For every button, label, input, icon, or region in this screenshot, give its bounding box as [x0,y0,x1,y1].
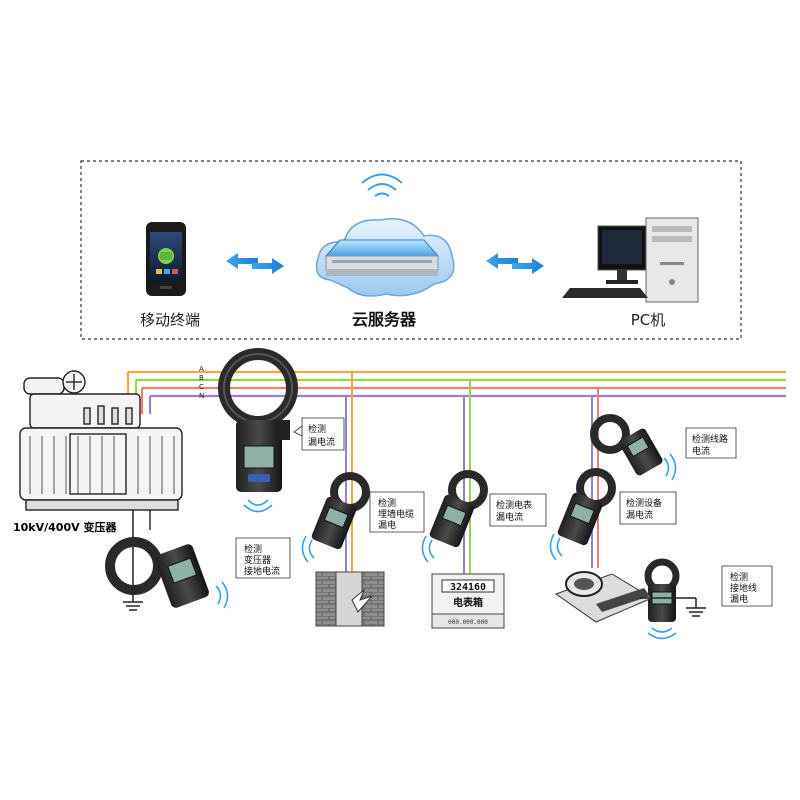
note-line: 漏电 [730,593,748,605]
wifi-icon [215,581,229,609]
wifi-icon [361,173,403,197]
clamp-meter-icon [218,348,298,492]
phase-label-c: C [199,383,204,391]
clamp-meter-icon [590,414,663,476]
phase-label-n: N [199,392,204,400]
callout-ground-wire: 检测 接地线 漏电 [721,565,773,607]
note-line: 检测线路 [692,433,728,445]
note-line: 接地电流 [244,565,280,577]
note-line: 埋墙电缆 [378,508,414,520]
note-line: 接地线 [730,582,757,594]
clamp-meter-icon [429,470,488,548]
pc-icon [562,217,699,303]
callout-transformer-ground: 检测 变压器 接地电流 [235,537,291,579]
callout-clamp-main: 检测 漏电流 [293,417,345,451]
transfer-arrows-icon [486,253,544,274]
transfer-arrows-icon [226,253,284,274]
wifi-icon [421,535,435,563]
network-panel [80,160,742,340]
meter-box-icon [431,573,505,629]
wifi-icon [663,453,677,481]
note-line: 电流 [692,445,710,457]
wifi-icon [647,627,677,640]
clamp-meter-icon [557,468,616,546]
note-line: 变压器 [244,554,271,566]
meter-digits: 324160 [450,582,486,593]
note-line: 漏电流 [496,511,523,523]
ground-icon [640,597,706,617]
phase-label-a: A [199,365,204,373]
wifi-icon [243,499,273,513]
transformer-icon [19,370,183,530]
ground-icon [123,510,143,611]
equipment-icon [554,571,654,623]
clamp-meter-icon [644,558,680,622]
pc-label: PC机 [631,311,666,329]
note-line: 检测 [378,497,396,509]
wall-cable-icon [315,571,385,627]
note-line: 漏电流 [308,436,335,448]
power-lines [126,370,786,414]
note-line: 检测设备 [626,497,662,509]
callout-cable: 检测 埋墙电缆 漏电 [369,491,425,533]
note-line: 漏电 [378,519,396,531]
note-line: 检测 [730,571,748,583]
cloud-server-label: 云服务器 [352,310,417,329]
smartphone-icon [146,222,186,296]
callout-equipment: 检测设备 漏电流 [619,491,677,525]
cloud-server-icon [315,218,455,297]
note-line: 漏电流 [626,509,653,521]
phase-label-b: B [199,374,204,382]
callout-line: 检测线路 电流 [685,427,737,459]
note-line: 检测 [308,423,326,435]
wifi-icon [301,535,315,563]
clamp-meter-icon [105,537,209,608]
mobile-terminal-label: 移动终端 [140,311,200,329]
meter-box-name: 电表箱 [453,596,483,609]
note-line: 检测 [244,543,262,555]
clamp-meter-icon [311,472,370,550]
meter-bottom-readout: 000.000.000 [448,619,488,626]
callout-meter-box: 检测电表 漏电流 [489,493,547,527]
note-line: 检测电表 [496,499,532,511]
wifi-icon [549,533,563,561]
transformer-label: 10kV/400V 变压器 [13,520,117,534]
